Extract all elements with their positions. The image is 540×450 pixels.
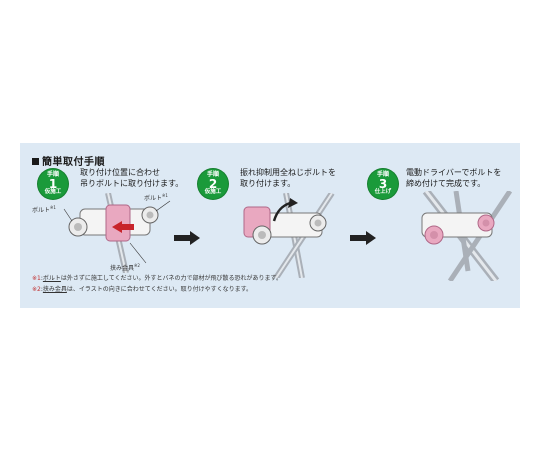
step-2-text: 振れ抑制用全ねじボルトを 取り付けます。	[240, 168, 336, 188]
procedure-panel: 簡単取付手順 手順 1 仮施工 取り付け位置に合わせ 吊りボルトに取り付けます。…	[20, 143, 520, 308]
square-bullet-icon	[32, 158, 39, 165]
step-3-text: 電動ドライバーでボルトを 締め付けて完成です。	[406, 168, 502, 188]
bolt-label-right: ボルト※1	[144, 193, 168, 202]
next-step-arrow-icon	[350, 231, 376, 245]
section-heading: 簡単取付手順	[32, 153, 105, 168]
step-2-badge: 手順 2 仮施工	[198, 169, 228, 199]
step-3-illustration	[421, 191, 513, 281]
step-2-illustration	[243, 193, 335, 278]
step-1-text: 取り付け位置に合わせ 吊りボルトに取り付けます。	[80, 168, 184, 188]
clamp-label: 挟み金具※2	[110, 263, 140, 272]
note-1: ※1:ボルトは外さずに施工してください。外すとバネの力で部材が飛び散る恐れがあり…	[32, 275, 282, 282]
step-1-badge: 手順 1 仮施工	[38, 169, 68, 199]
step-3-badge: 手順 3 仕上げ	[368, 169, 398, 199]
step-1-illustration	[63, 193, 171, 273]
bolt-label-left: ボルト※1	[32, 205, 56, 214]
next-step-arrow-icon	[174, 231, 200, 245]
note-2: ※2:挟み金具は、イラストの向きに合わせてください。取り付けやすくなります。	[32, 286, 253, 293]
